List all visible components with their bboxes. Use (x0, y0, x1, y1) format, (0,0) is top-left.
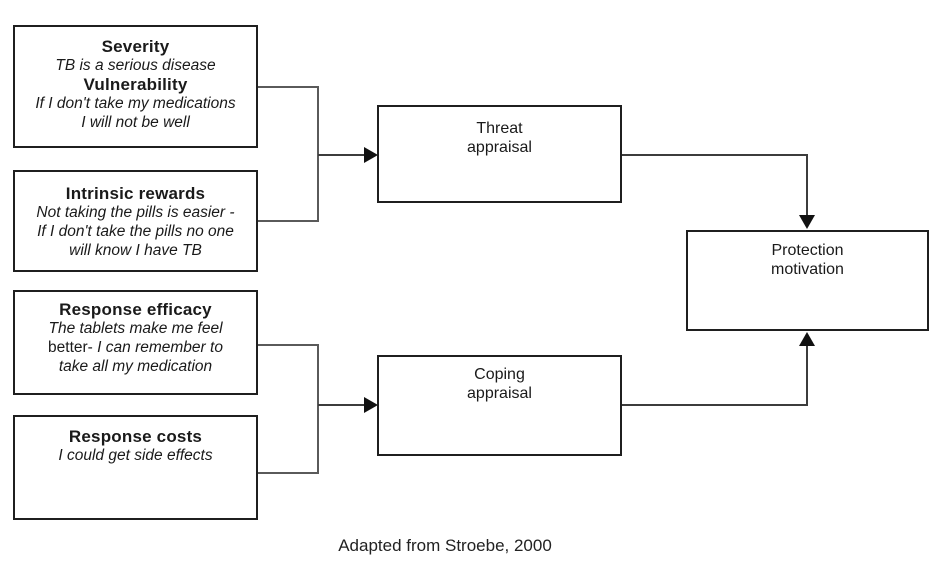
bracket-threat (257, 86, 319, 222)
threat-appraisal-label-line1: Threat (476, 120, 523, 137)
severity-vulnerability-box: Severity TB is a serious disease Vulnera… (13, 25, 258, 148)
response-costs-line1: I could get side effects (58, 447, 213, 464)
response-costs-heading: Response costs (68, 427, 203, 446)
vulnerability-belief-line2: I will not be well (81, 114, 190, 131)
arrowhead-icon (799, 215, 815, 229)
intrinsic-rewards-heading: Intrinsic rewards (65, 184, 206, 203)
intrinsic-rewards-line3: will know I have TB (69, 242, 202, 259)
protection-motivation-label-line2: motivation (771, 261, 844, 278)
vulnerability-heading: Vulnerability (83, 75, 188, 94)
connector-threat-to-protection (621, 154, 808, 217)
arrowhead-icon (799, 332, 815, 346)
bracket-coping (257, 344, 319, 474)
severity-heading: Severity (101, 37, 170, 56)
response-efficacy-heading: Response efficacy (59, 300, 212, 319)
intrinsic-rewards-box: Intrinsic rewards Not taking the pills i… (13, 170, 258, 272)
coping-appraisal-label-line2: appraisal (467, 385, 532, 402)
response-efficacy-line2-italic: I can remember to (92, 339, 223, 356)
arrowhead-icon (364, 397, 378, 413)
vulnerability-belief-line1: If I don't take my medications (35, 95, 236, 112)
response-efficacy-line1: The tablets make me feel (48, 320, 223, 337)
protection-motivation-box: Protection motivation (686, 230, 929, 331)
threat-appraisal-label-line2: appraisal (467, 139, 532, 156)
threat-appraisal-box: Threat appraisal (377, 105, 622, 203)
response-efficacy-line2-plain: better- (48, 339, 93, 356)
response-costs-box: Response costs I could get side effects (13, 415, 258, 520)
severity-belief: TB is a serious disease (55, 57, 216, 74)
protection-motivation-label-line1: Protection (771, 242, 844, 259)
arrowhead-icon (364, 147, 378, 163)
intrinsic-rewards-line2: If I don't take the pills no one (37, 223, 234, 240)
intrinsic-rewards-line1: Not taking the pills is easier - (36, 204, 235, 221)
response-efficacy-line3: take all my medication (58, 358, 213, 375)
coping-appraisal-label-line1: Coping (474, 366, 525, 383)
coping-appraisal-box: Coping appraisal (377, 355, 622, 456)
response-efficacy-line2: better- I can remember to (15, 338, 256, 357)
response-efficacy-box: Response efficacy The tablets make me fe… (13, 290, 258, 395)
connector-coping-to-protection (621, 344, 808, 406)
source-caption: Adapted from Stroebe, 2000 (338, 536, 552, 555)
